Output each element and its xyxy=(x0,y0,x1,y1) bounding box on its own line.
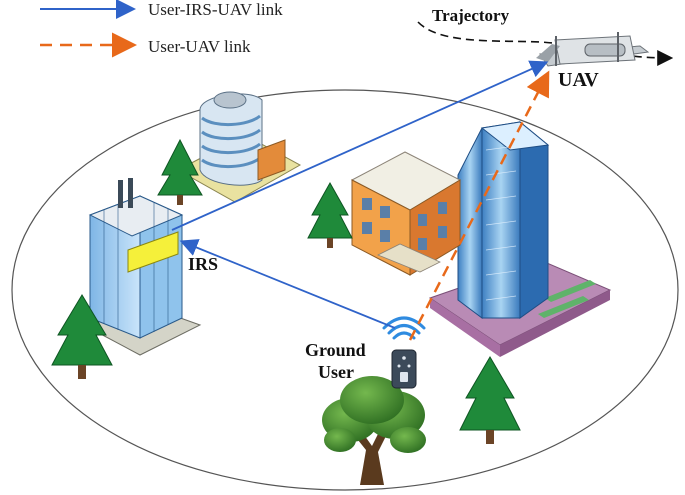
irs-panel xyxy=(127,231,179,273)
legend-irs-uav-label: User-IRS-UAV link xyxy=(148,0,283,19)
phone-icon xyxy=(391,349,417,389)
glass-tower-building-icon xyxy=(428,120,612,357)
ground-user-label-line2: User xyxy=(318,362,354,382)
coverage-ellipse xyxy=(11,89,679,491)
ground-user-label-line1: Ground xyxy=(305,340,366,360)
uav-label: UAV xyxy=(558,69,599,91)
tree-icon xyxy=(459,356,521,444)
irs-building-icon xyxy=(76,178,202,356)
legend-user-uav-label: User-UAV link xyxy=(148,37,251,56)
apartment-building-icon xyxy=(350,151,462,276)
wifi-signal-icon xyxy=(382,316,426,340)
user-uav-direct-link xyxy=(408,70,550,341)
tree-icon xyxy=(51,294,113,379)
user-irs-link xyxy=(179,239,396,329)
tree-icon xyxy=(307,181,353,248)
irs-label: IRS xyxy=(188,254,218,274)
tree-icon xyxy=(157,138,203,205)
broadleaf-tree-icon xyxy=(322,376,426,485)
uav-drone-icon xyxy=(536,32,650,67)
office-building-icon xyxy=(176,91,302,203)
irs-uav-link xyxy=(171,60,549,231)
legend: User-IRS-UAV link User-UAV link xyxy=(40,0,283,58)
trajectory-label: Trajectory xyxy=(432,6,510,25)
